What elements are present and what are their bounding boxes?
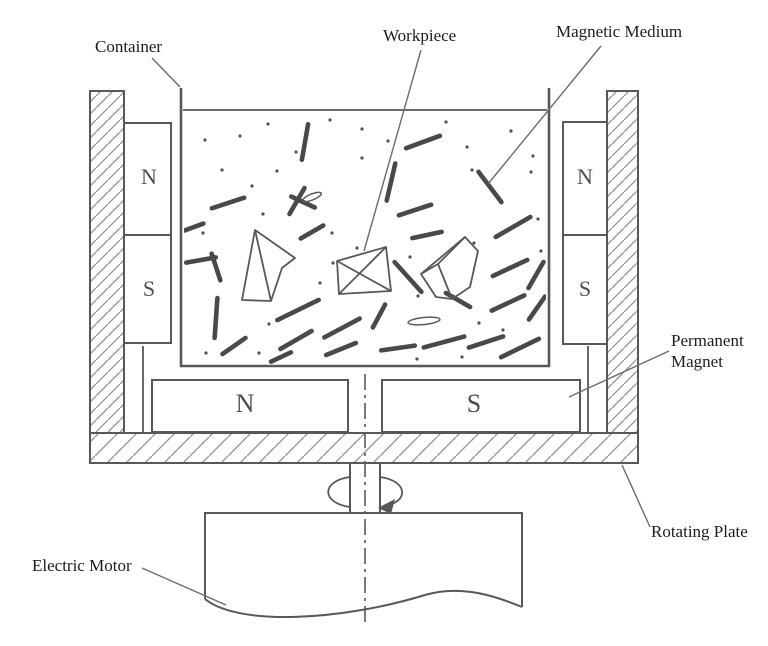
permanent-magnet-label: Permanent Magnet xyxy=(671,330,744,372)
plate-bottom-band xyxy=(89,432,639,464)
rotation-arrow-left-arc xyxy=(327,476,351,508)
medium-particles xyxy=(184,121,546,364)
container-label: Container xyxy=(95,37,163,56)
workpieces xyxy=(241,229,479,302)
electric-motor-leader xyxy=(141,567,227,606)
left-magnet-s-pole: S xyxy=(142,276,156,301)
side-magnets xyxy=(123,121,608,432)
right-magnet-s-pole: S xyxy=(578,276,592,301)
workpiece-leader xyxy=(363,49,422,252)
bottom-magnet-s-half xyxy=(381,379,581,433)
left-magnet-n-pole: N xyxy=(141,164,157,189)
bottom-magnet-n-half xyxy=(151,379,349,433)
workpiece-label: Workpiece xyxy=(383,26,457,45)
leader-lines xyxy=(141,45,670,606)
left-side-magnet xyxy=(123,122,172,344)
permanent-magnet-label-line1: Permanent xyxy=(671,331,744,350)
container-walls xyxy=(179,88,551,368)
bottom-permanent-magnet xyxy=(151,379,581,433)
bottom-magnet-n-pole: N xyxy=(235,389,255,418)
container-leader xyxy=(151,57,181,88)
shaft-assembly xyxy=(327,374,403,624)
plate-left-arm xyxy=(89,90,125,434)
plate-right-arm xyxy=(606,90,639,434)
permanent-magnet-label-line2: Magnet xyxy=(671,352,723,371)
outlined-particles xyxy=(301,191,441,326)
bottom-magnet-s-pole: S xyxy=(466,389,482,418)
container-outline xyxy=(179,88,551,368)
medium-dots xyxy=(201,118,543,361)
right-side-magnet xyxy=(562,121,608,345)
rotating-plate-leader xyxy=(621,464,651,528)
magnetic-medium-area xyxy=(184,118,546,364)
electric-motor-body xyxy=(204,512,523,618)
rotating-plate-label: Rotating Plate xyxy=(651,522,748,541)
right-magnet-n-pole: N xyxy=(577,164,593,189)
workpiece-triangle xyxy=(241,229,296,302)
rotating-plate xyxy=(89,90,639,464)
magnetic-medium-label: Magnetic Medium xyxy=(556,22,683,41)
rotation-arrow-head xyxy=(378,499,395,514)
motor-box xyxy=(204,512,523,607)
motor-break-line xyxy=(204,589,523,618)
workpiece-prism xyxy=(420,236,479,300)
workpiece-box xyxy=(336,246,392,295)
permanent-magnet-leader xyxy=(568,350,670,398)
magnetic-medium-leader xyxy=(487,45,602,185)
electric-motor-label: Electric Motor xyxy=(32,556,132,575)
